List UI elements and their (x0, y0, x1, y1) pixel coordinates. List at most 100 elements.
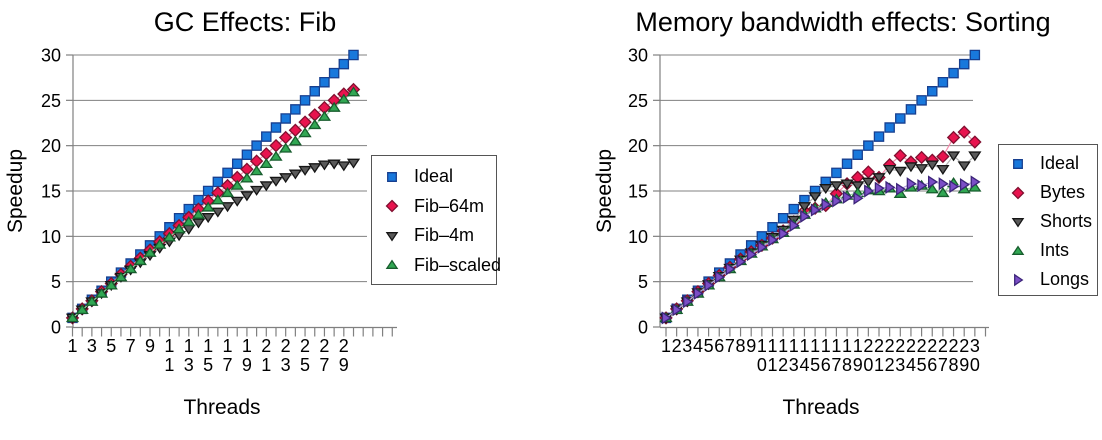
y-axis-label: Speedup (4, 148, 27, 234)
x-tick-label: 1 (821, 336, 831, 356)
data-point-triangle-down (968, 151, 982, 162)
data-point-triangle-right (917, 178, 928, 193)
data-point-triangle-down (829, 181, 844, 192)
y-tick-label: 30 (41, 46, 61, 66)
data-point-square (348, 49, 359, 61)
x-tick-label: 2 (672, 336, 682, 356)
data-point-triangle-right (832, 194, 843, 208)
data-point-square (212, 176, 224, 188)
x-tick-label: 1 (757, 336, 767, 356)
diamond-marker-icon (1011, 186, 1025, 199)
x-tick-label: 1 (831, 336, 841, 356)
x-tick-label: 1 (767, 336, 777, 356)
data-point-triangle-up (114, 271, 128, 282)
data-point-triangle-down (240, 191, 254, 202)
x-axis-label: Threads (782, 396, 860, 419)
x-tick-label: 7 (319, 355, 329, 375)
data-point-square (251, 140, 262, 151)
data-point-triangle-down (230, 196, 244, 207)
data-point-square (222, 167, 233, 179)
x-tick-label: 9 (959, 355, 969, 375)
x-tick-label: 9 (853, 355, 863, 375)
data-point-triangle-up (337, 93, 351, 104)
data-point-square (280, 113, 291, 124)
data-point-square (927, 86, 938, 97)
x-tick-label: 2 (778, 355, 788, 375)
data-point-triangle-right (853, 191, 864, 205)
x-tick-label: 8 (949, 355, 959, 375)
legend-label: Shorts (1040, 211, 1093, 231)
data-point-triangle-right (938, 177, 949, 191)
x-tick-label: 1 (261, 355, 271, 375)
data-point-triangle-down (851, 181, 865, 192)
x-tick-label: 8 (842, 355, 852, 375)
chart-title: Memory bandwidth effects: Sorting (635, 7, 1051, 37)
data-point-square (328, 67, 340, 79)
x-tick-label: 1 (223, 336, 233, 356)
data-point-triangle-up (298, 127, 312, 138)
y-tick-label: 10 (628, 227, 648, 247)
data-point-triangle-right (768, 233, 779, 247)
data-point-triangle-down (904, 162, 918, 173)
data-point-square (756, 231, 768, 242)
data-point-triangle-up (201, 201, 215, 212)
data-point-triangle-up (211, 194, 225, 205)
data-point-square (231, 158, 243, 170)
data-point-triangle-up (230, 179, 244, 190)
data-point-triangle-up (279, 142, 293, 153)
data-point-triangle-down (957, 161, 971, 172)
data-point-triangle-up (240, 172, 254, 183)
data-point-square (831, 167, 842, 179)
data-point-triangle-up (85, 295, 99, 306)
x-tick-label: 7 (938, 355, 948, 375)
x-tick-label: 1 (767, 355, 777, 375)
data-point-triangle-down (250, 185, 264, 196)
legend-item: Fib–4m (372, 221, 496, 251)
x-tick-label: 2 (339, 336, 349, 356)
data-point-triangle-down (337, 161, 351, 172)
data-point-triangle-right (970, 175, 981, 189)
y-tick-label: 30 (628, 46, 648, 66)
data-point-triangle-down (819, 184, 833, 195)
x-tick-label: 1 (67, 336, 77, 356)
legend-label: Ideal (414, 166, 454, 187)
data-point-triangle-up (153, 238, 167, 249)
x-tick-label: 2 (906, 336, 916, 356)
data-point-triangle-down (797, 202, 812, 213)
x-tick-label: 4 (906, 355, 916, 375)
data-point-diamond (936, 149, 950, 164)
x-tick-label: 5 (300, 355, 310, 375)
data-point-square (863, 140, 874, 151)
diamond-marker-icon (385, 199, 399, 213)
legend-label: Fib–64m (414, 195, 485, 216)
x-tick-label: 1 (810, 336, 820, 356)
x-tick-label: 1 (874, 355, 884, 375)
legend-item: Shorts (999, 207, 1097, 236)
data-point-triangle-up (250, 165, 264, 176)
data-point-triangle-up (124, 263, 138, 274)
data-point-triangle-down (893, 166, 907, 177)
data-point-triangle-up (75, 303, 89, 315)
x-tick-label: 3 (184, 355, 194, 375)
series-line (665, 182, 975, 319)
x-tick-label: 9 (242, 355, 252, 375)
x-tick-label: 3 (895, 355, 905, 375)
x-tick-label: 9 (145, 336, 155, 356)
legend-label: Longs (1040, 269, 1090, 289)
data-point-triangle-right (928, 175, 939, 189)
data-point-triangle-down (269, 176, 283, 187)
data-point-triangle-up (191, 208, 206, 219)
triangle-down-marker-icon (385, 231, 399, 242)
data-point-square (788, 203, 800, 215)
x-tick-label: 8 (736, 336, 746, 356)
x-tick-label: 7 (831, 355, 841, 375)
x-tick-label: 2 (938, 336, 948, 356)
x-tick-label: 6 (714, 336, 724, 356)
x-tick-label: 1 (799, 336, 809, 356)
data-point-triangle-right (683, 295, 694, 309)
x-axis-label: Threads (183, 396, 261, 419)
data-point-triangle-up (133, 255, 147, 266)
y-tick-label: 25 (628, 91, 648, 111)
